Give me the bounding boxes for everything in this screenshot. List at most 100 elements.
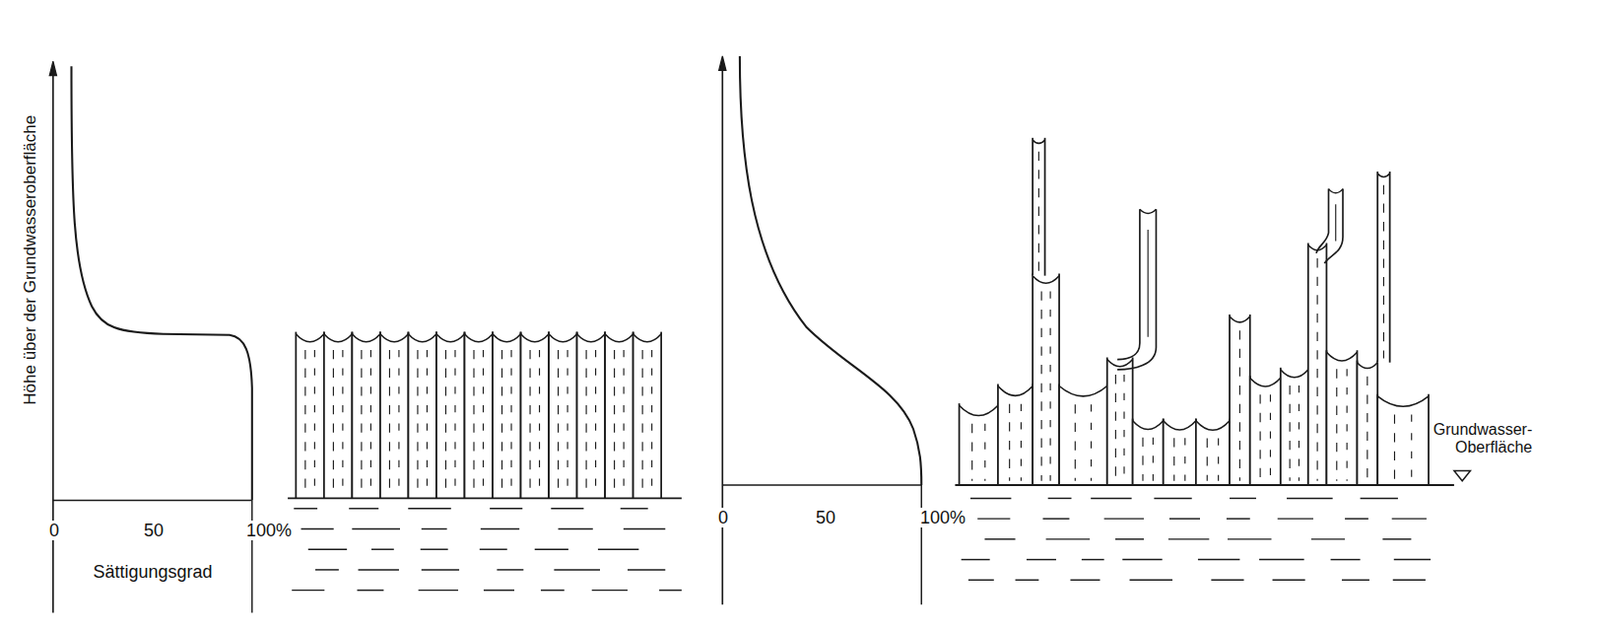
water-hatch — [454, 349, 456, 494]
groundwater-dash — [308, 547, 347, 549]
pore-wall — [1132, 357, 1134, 485]
groundwater-dash — [483, 589, 515, 591]
pore-wall — [1044, 137, 1047, 276]
pore-water — [1229, 316, 1251, 485]
pore-wall — [1376, 394, 1379, 485]
water-hatch — [1008, 403, 1010, 481]
groundwater-dash — [421, 528, 448, 530]
pore-wall — [1249, 314, 1252, 485]
water-hatch — [510, 349, 512, 494]
pore-water — [1196, 420, 1230, 485]
pore-wall — [464, 332, 467, 499]
groundwater-dash — [968, 579, 995, 581]
water-hatch — [1074, 403, 1076, 481]
groundwater-dash — [1341, 579, 1370, 581]
groundwater-dash — [977, 517, 1010, 519]
pore-wall — [1106, 357, 1109, 485]
axis-title: Höhe über der Grundwasseroberfläche — [20, 113, 41, 407]
water-hatch — [1335, 368, 1337, 481]
groundwater-dash — [301, 528, 334, 530]
pore-water — [998, 386, 1033, 485]
groundwater-dash — [1130, 579, 1174, 581]
water-hatch — [1041, 290, 1043, 480]
meniscus — [1329, 189, 1344, 194]
water-hatch — [1217, 438, 1219, 481]
water-hatch — [613, 349, 615, 494]
water-hatch — [416, 349, 418, 494]
pore-water — [548, 333, 578, 499]
meniscus — [324, 333, 353, 342]
pore-wall — [1249, 375, 1252, 485]
pore-wall — [1376, 360, 1379, 485]
groundwater-dash — [623, 528, 666, 530]
pore-water — [1107, 359, 1134, 485]
groundwater-dash — [592, 589, 628, 591]
groundwater-dash — [1227, 537, 1272, 539]
groundwater-dash — [984, 537, 1015, 539]
groundwater-dash — [1104, 517, 1144, 519]
tick-label: 50 — [141, 520, 166, 541]
surface-label: Grundwasser- Oberfläche — [1431, 420, 1534, 458]
pore-wall — [407, 332, 410, 499]
water-hatch — [1038, 151, 1040, 272]
axis-line — [53, 499, 253, 502]
water-hatch — [472, 349, 474, 494]
pore-wall — [1356, 360, 1359, 485]
pore-wall — [1427, 394, 1430, 485]
groundwater-dash — [627, 568, 666, 570]
water-hatch — [984, 423, 986, 481]
water-hatch — [1334, 203, 1336, 241]
water-hatch — [642, 349, 644, 494]
water-hatch — [482, 349, 484, 494]
axis-arrow — [719, 56, 727, 71]
groundwater-dash — [315, 568, 339, 570]
water-hatch — [1147, 229, 1149, 337]
water-hatch — [1152, 437, 1154, 481]
pore-wall — [547, 332, 550, 499]
water-hatch — [623, 349, 625, 494]
pore-wall — [603, 332, 606, 499]
groundwater-dash — [1069, 579, 1100, 581]
groundwater-dash — [358, 568, 400, 570]
groundwater-dash — [1226, 517, 1251, 519]
meniscus — [548, 333, 578, 342]
water-hatch — [1289, 385, 1291, 481]
pore-water — [1032, 139, 1045, 276]
water-hatch — [1090, 403, 1092, 481]
groundwater-dash — [407, 507, 452, 509]
water-hatch — [501, 349, 503, 494]
water-hatch — [971, 423, 973, 481]
pore-wall — [435, 332, 438, 499]
pore-wall — [1376, 171, 1379, 363]
groundwater-dash — [1198, 558, 1240, 560]
groundwater-dash — [1026, 558, 1057, 560]
pore-wall — [1279, 367, 1282, 485]
pore-water — [1308, 245, 1328, 485]
water-hatch — [538, 349, 540, 494]
tick-label: 0 — [47, 520, 62, 541]
pore-wall — [1132, 418, 1134, 485]
water-hatch — [1383, 185, 1385, 359]
meniscus — [380, 333, 409, 342]
groundwater-dash — [293, 507, 318, 509]
pore-water — [604, 333, 634, 499]
meniscus — [1139, 208, 1157, 213]
pore-water — [492, 333, 522, 499]
bent-pore-wall — [1117, 208, 1140, 359]
ground-line — [287, 496, 682, 499]
pore-wall — [603, 332, 606, 499]
pore-wall — [1058, 273, 1061, 485]
groundwater-dash — [1015, 579, 1040, 581]
meniscus — [1280, 369, 1309, 378]
groundwater-dash — [961, 558, 991, 560]
axis-line — [722, 483, 922, 486]
meniscus — [1107, 359, 1134, 367]
meniscus — [1196, 420, 1230, 431]
pore-wall — [351, 332, 354, 499]
groundwater-dash — [420, 547, 449, 549]
groundwater-dash — [1090, 497, 1132, 499]
meniscus — [1133, 420, 1164, 430]
groundwater-dash — [421, 568, 460, 570]
groundwater-dash — [553, 568, 600, 570]
pore-water — [1280, 369, 1309, 485]
